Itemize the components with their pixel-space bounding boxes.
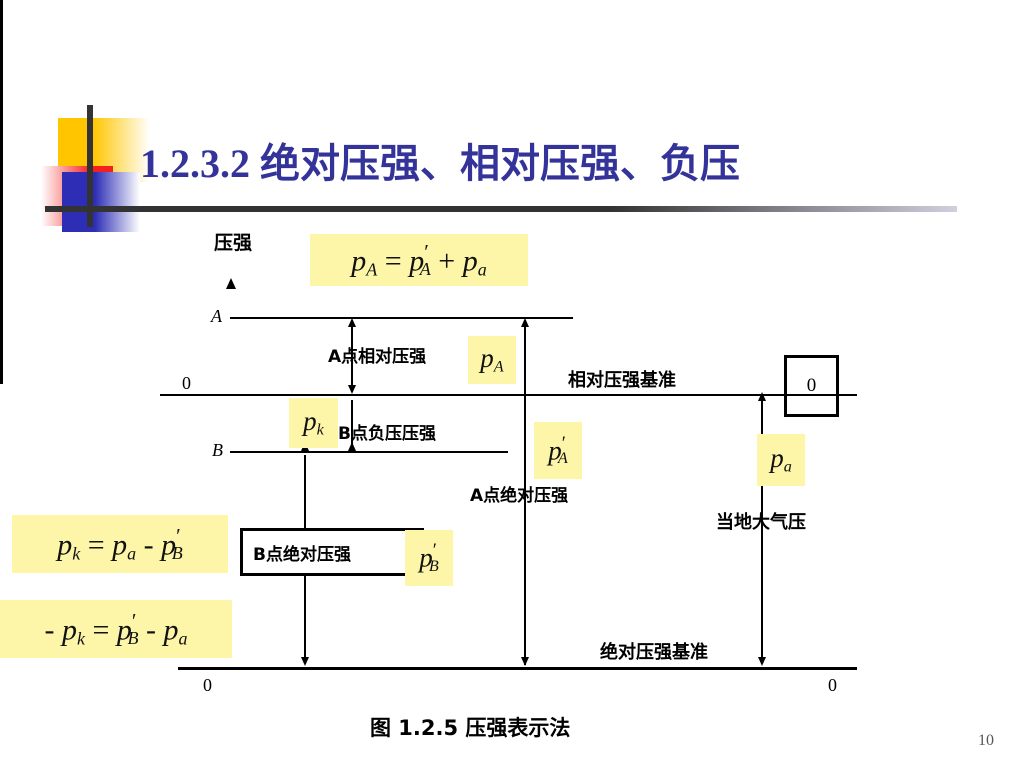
formula-top-text: pA = p′A + pa	[351, 239, 487, 280]
formula-left-second: - pk = p′B - pa	[0, 600, 232, 658]
arrow-up-icon	[348, 318, 356, 327]
box-b-absolute-pressure: B点绝对压强	[240, 528, 424, 576]
pressure-axis	[0, 0, 3, 384]
line-a	[230, 317, 573, 319]
formula-left-first: pk = pa - p′B	[12, 515, 228, 573]
label-relative-datum: 相对压强基准	[568, 370, 676, 391]
label-a-absolute-pressure: A点绝对压强	[470, 486, 569, 506]
page-title: 1.2.3.2 绝对压强、相对压强、负压	[140, 141, 740, 186]
formula-left-second-text: - pk = p′B - pa	[44, 608, 188, 649]
line-absolute-datum	[178, 667, 857, 670]
symbol-pa: pa	[770, 443, 792, 476]
arrow-down-icon	[301, 657, 309, 666]
formula-top: pA = p′A + pa	[310, 234, 528, 286]
arrow-down-icon	[521, 657, 529, 666]
label-b-vacuum-pressure: B点负压压强	[338, 424, 436, 444]
decoration-blue-square	[62, 172, 140, 232]
axis-tick-a: A	[211, 306, 222, 326]
symbol-chip-pB-prime: p′B	[405, 530, 453, 586]
label-local-atmospheric-pressure: 当地大气压	[716, 512, 806, 533]
symbol-chip-pA: pA	[468, 336, 516, 384]
arrow-down-icon	[758, 657, 766, 666]
label-b-absolute-pressure: B点绝对压强	[253, 544, 351, 565]
label-absolute-datum: 绝对压强基准	[600, 642, 708, 663]
symbol-pB-prime: p′B	[419, 540, 439, 575]
dimension-line-a-absolute	[524, 320, 526, 665]
axis-tick-zero: 0	[182, 373, 191, 393]
symbol-chip-pA-prime: p′A	[534, 422, 582, 479]
decoration-horizontal-rule	[45, 206, 957, 212]
figure-caption: 图 1.2.5 压强表示法	[370, 716, 571, 740]
formula-left-first-text: pk = pa - p′B	[57, 523, 183, 564]
arrow-down-icon	[348, 385, 356, 394]
arrow-up-icon	[348, 442, 356, 451]
symbol-pA-prime: p′A	[548, 432, 568, 468]
dimension-line-b-vacuum-right	[351, 400, 353, 449]
decoration-vertical-bar	[87, 105, 93, 227]
dimension-line-atmospheric	[761, 400, 763, 663]
zero-box: 0	[784, 355, 839, 417]
page-number: 10	[978, 732, 994, 749]
line-b	[230, 451, 508, 453]
origin-label: 0	[203, 675, 212, 695]
arrow-up-icon	[521, 318, 529, 327]
label-a-relative-pressure: A点相对压强	[328, 347, 427, 367]
line-relative-datum	[160, 394, 857, 396]
axis-arrow-icon	[226, 278, 236, 289]
symbol-chip-pk: pk	[289, 398, 338, 448]
axis-tick-b: B	[212, 440, 223, 460]
symbol-chip-pa: pa	[757, 434, 805, 486]
bottom-right-zero-label: 0	[828, 675, 837, 695]
axis-label-pressure: 压强	[214, 232, 253, 254]
dimension-line-a-relative	[351, 320, 353, 392]
symbol-pk: pk	[303, 406, 324, 439]
symbol-pA: pA	[480, 343, 504, 376]
arrow-up-icon	[758, 392, 766, 401]
